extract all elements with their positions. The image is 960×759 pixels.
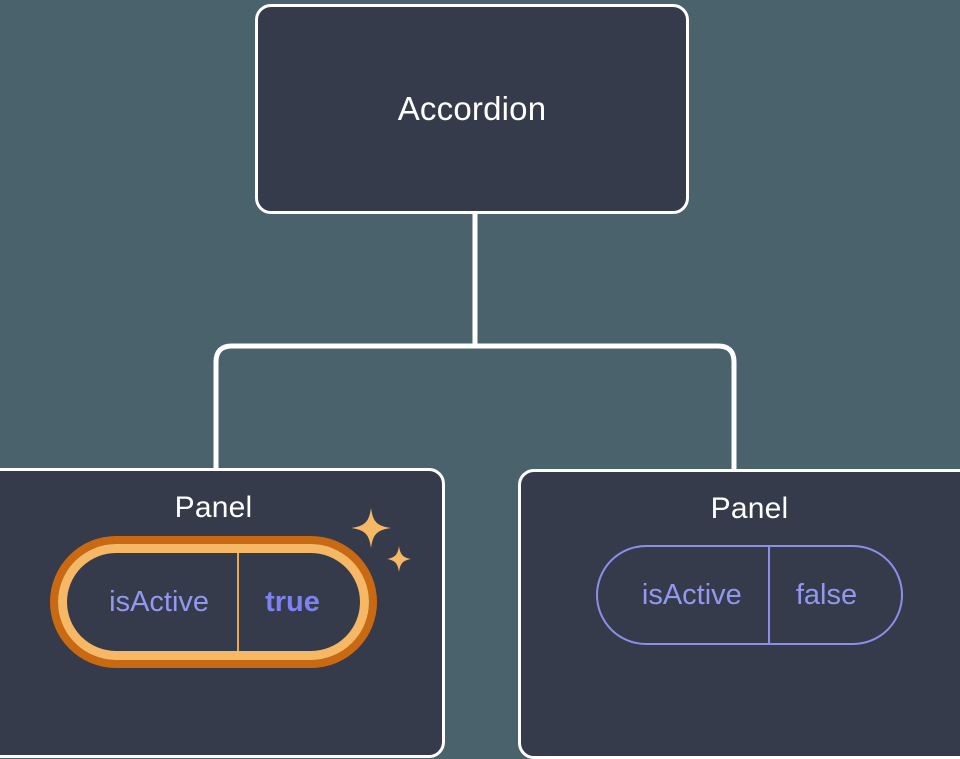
node-panel-active[interactable]: Panel isActive true: [0, 468, 445, 758]
prop-key: isActive: [109, 585, 210, 618]
prop-badge: isActive true: [58, 544, 369, 660]
prop-value: true: [237, 553, 360, 651]
node-accordion[interactable]: Accordion: [255, 4, 689, 214]
component-tree-diagram: Accordion Panel isActive true Panel isAc…: [0, 4, 960, 759]
node-panel-label: Panel: [174, 491, 253, 524]
prop-value: false: [767, 547, 901, 643]
prop-badge: isActive false: [595, 545, 904, 645]
prop-badge-highlighted[interactable]: isActive true: [58, 508, 411, 660]
node-accordion-label: Accordion: [397, 90, 547, 127]
prop-key: isActive: [641, 578, 742, 611]
node-panel-inactive[interactable]: Panel isActive false: [518, 469, 960, 759]
prop-badge-plain[interactable]: isActive false: [595, 545, 904, 645]
node-panel-label: Panel: [710, 492, 789, 525]
